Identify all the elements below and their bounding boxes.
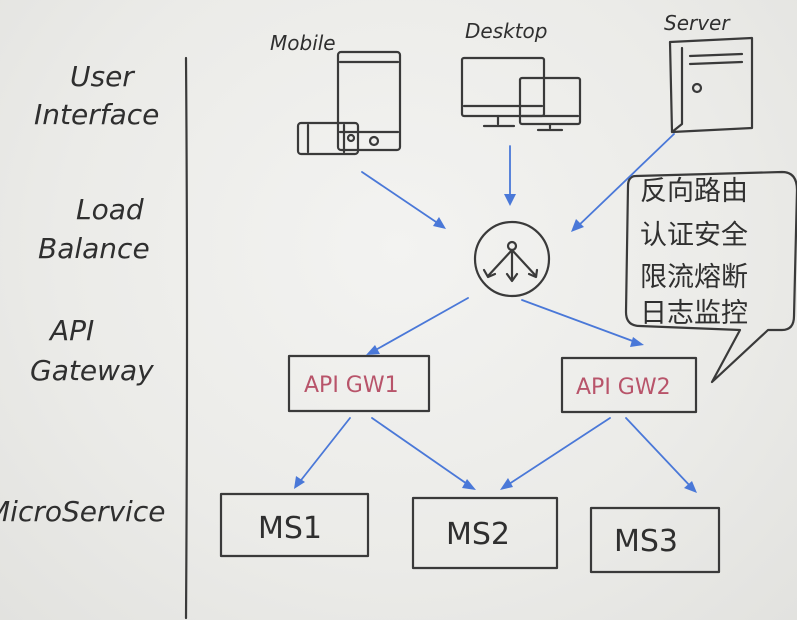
device-label-desktop: Desktop <box>465 19 547 43</box>
api-gateway-2-label: API GW2 <box>576 375 671 400</box>
arrow-gw1-to-ms1-head <box>294 476 305 489</box>
layer-label-microservice: MicroService <box>0 495 165 528</box>
layer-label-user-interface: User Interface <box>34 60 159 131</box>
layer-label-load: Load <box>76 193 144 226</box>
microservice-1-label: MS1 <box>258 511 322 546</box>
arrow-server-to-lb-head <box>571 219 584 232</box>
arrow-gw2-to-ms2-head <box>500 478 513 490</box>
load-balancer-icon <box>473 220 551 298</box>
mobile-phone-icon <box>336 50 402 152</box>
server-tower-icon <box>668 36 754 134</box>
arrow-gw1-to-ms1 <box>297 417 351 485</box>
microservice-2-label: MS2 <box>446 517 510 552</box>
callout-line-auth-security: 认证安全 <box>640 220 748 251</box>
arrow-lb-to-gw2-head <box>630 337 644 347</box>
microservice-2: MS2 <box>411 496 559 570</box>
layer-label-load-balance: Load Balance <box>38 193 150 265</box>
callout-line-reverse-routing: 反向路由 <box>640 176 748 207</box>
api-gateway-1: API GW1 <box>287 354 431 413</box>
mobile-landscape-phone-icon <box>296 121 360 156</box>
arrow-gw2-to-ms3 <box>625 417 693 489</box>
device-label-server: Server <box>664 11 731 35</box>
desktop-monitor-icon <box>460 56 582 132</box>
microservice-3: MS3 <box>589 506 721 574</box>
api-gateway-1-label: API GW1 <box>304 373 399 398</box>
arrow-mobile-to-lb-head <box>433 217 446 229</box>
arrow-lb-to-gw1-head <box>366 345 380 355</box>
callout-line-log-monitor: 日志监控 <box>640 298 748 329</box>
arrow-gw1-to-ms2-head <box>462 479 476 490</box>
arrow-lb-to-gw2 <box>521 299 639 344</box>
flow-arrows <box>294 133 697 493</box>
layer-label-api-gateway: API Gateway <box>30 314 154 387</box>
arrow-server-to-lb <box>575 133 675 229</box>
layer-label-interface: Interface <box>34 98 159 131</box>
layer-label-balance: Balance <box>38 232 150 265</box>
microservice-1: MS1 <box>219 492 370 558</box>
layer-label-api: API <box>48 314 94 347</box>
callout-line-rate-limit: 限流熔断 <box>640 262 748 293</box>
arrow-gw2-to-ms3-head <box>684 481 697 493</box>
layer-label-user: User <box>70 60 135 93</box>
arrow-gw1-to-ms2 <box>371 417 471 487</box>
device-label-mobile: Mobile <box>270 31 336 55</box>
gateway-features-callout: 反向路由 认证安全 限流熔断 日志监控 <box>624 170 797 384</box>
layer-divider <box>184 56 189 620</box>
arrow-mobile-to-lb <box>361 171 443 227</box>
arrow-lb-to-gw1 <box>371 297 469 353</box>
layer-label-gateway: Gateway <box>30 354 154 387</box>
api-gateway-2: API GW2 <box>560 356 698 414</box>
arrow-desktop-to-lb-head <box>504 194 516 206</box>
arrow-gw2-to-ms2 <box>505 417 611 487</box>
microservice-3-label: MS3 <box>614 524 678 559</box>
